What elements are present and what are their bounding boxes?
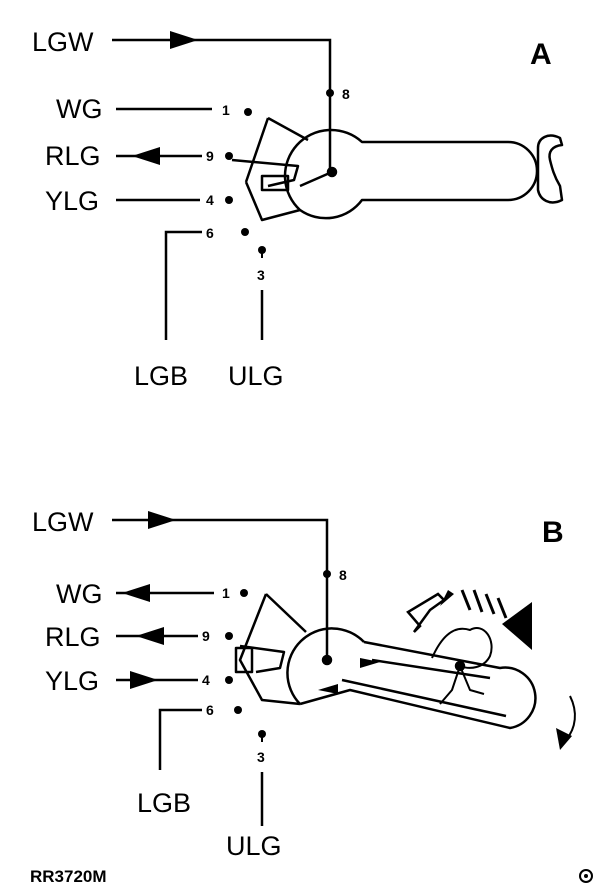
switch-body-b xyxy=(234,593,576,750)
pin-label-6-a: 6 xyxy=(206,225,214,241)
panel-a-label: A xyxy=(530,38,552,71)
wire-label-rlg-a: RLG xyxy=(45,141,101,171)
wire-label-wg-a: WG xyxy=(56,94,103,124)
curved-arrow-icon xyxy=(406,592,446,633)
wire-label-ulg-b: ULG xyxy=(226,831,282,861)
pin-label-9-a: 9 xyxy=(206,148,214,164)
wire-label-lgb-a: LGB xyxy=(134,361,188,391)
wire-lgb-b: 6 LGB xyxy=(137,702,242,818)
wire-label-ylg-a: YLG xyxy=(45,186,99,216)
arrow-icon xyxy=(132,147,160,165)
pin-label-8-a: 8 xyxy=(342,86,350,102)
wire-wg-a: WG 1 xyxy=(56,94,252,124)
wire-lgw-a: LGW 8 xyxy=(32,27,350,170)
wire-ylg-b: YLG 4 xyxy=(45,666,233,696)
wire-label-rlg-b: RLG xyxy=(45,622,101,652)
wire-label-ulg-a: ULG xyxy=(228,361,284,391)
arrow-icon xyxy=(556,728,572,750)
panel-b-label: B xyxy=(542,516,564,549)
wire-ulg-b: 3 ULG xyxy=(226,730,282,861)
pin-label-3-b: 3 xyxy=(257,749,265,765)
arrow-icon xyxy=(148,511,176,529)
arrow-icon xyxy=(360,658,380,668)
arrow-icon xyxy=(130,671,158,689)
pin-label-9-b: 9 xyxy=(202,628,210,644)
wire-ulg-a: 3 ULG xyxy=(228,246,284,391)
pin-label-8-b: 8 xyxy=(339,567,347,583)
wire-ylg-a: YLG 4 xyxy=(45,186,233,216)
arrow-icon xyxy=(122,584,150,602)
pin-label-1-b: 1 xyxy=(222,585,230,601)
wire-label-lgw-b: LGW xyxy=(32,507,94,537)
pin-label-3-a: 3 xyxy=(257,267,265,283)
logo-icon xyxy=(579,869,593,883)
wire-lgb-a: 6 LGB xyxy=(134,225,249,391)
arrow-icon xyxy=(318,684,338,694)
wire-lgw-b: LGW 8 xyxy=(32,507,347,658)
switch-body-a xyxy=(231,116,564,222)
reference-code: RR3720M xyxy=(30,867,107,886)
wire-label-ylg-b: YLG xyxy=(45,666,99,696)
panel-b: B LGW 8 WG 1 RLG 9 YLG xyxy=(32,507,576,861)
wire-label-wg-b: WG xyxy=(56,579,103,609)
arrow-icon xyxy=(136,627,164,645)
wire-rlg-a: RLG 9 xyxy=(45,141,233,171)
pin-label-4-a: 4 xyxy=(206,192,214,208)
wire-rlg-b: RLG 9 xyxy=(45,622,233,652)
panel-a: A LGW 8 WG 1 RLG 9 YLG 4 xyxy=(32,27,564,391)
wire-wg-b: WG 1 xyxy=(56,579,248,609)
arrow-icon xyxy=(170,31,198,49)
pin-label-4-b: 4 xyxy=(202,672,210,688)
pin-label-1-a: 1 xyxy=(222,102,230,118)
motion-indicator xyxy=(406,589,532,650)
wire-label-lgw-a: LGW xyxy=(32,27,94,57)
arrow-icon xyxy=(502,602,532,650)
wire-label-lgb-b: LGB xyxy=(137,788,191,818)
pin-label-6-b: 6 xyxy=(206,702,214,718)
